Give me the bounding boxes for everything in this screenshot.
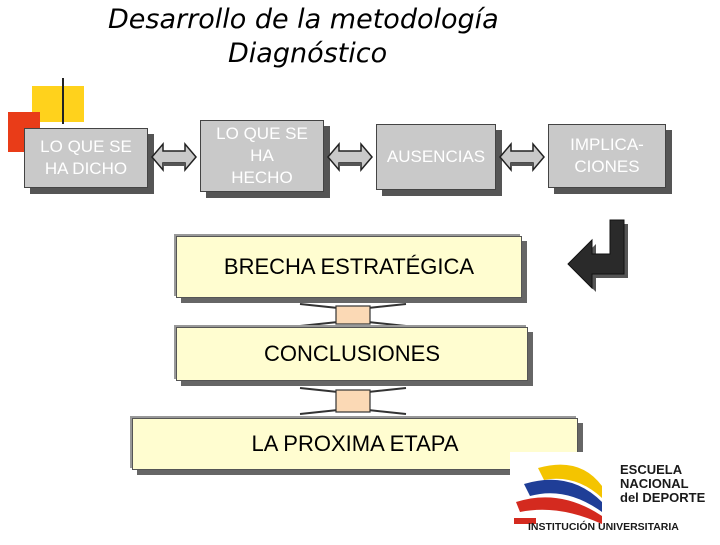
panel-label: LA PROXIMA ETAPA (251, 431, 459, 456)
box-lo-que-se-ha-hecho: LO QUE SE HA HECHO (200, 120, 324, 192)
logo-text-line3: del DEPORTE (620, 490, 706, 505)
box-label: AUSENCIAS (386, 147, 486, 166)
box-label: IMPLICA- CIONES (570, 135, 644, 176)
escuela-nacional-del-deporte-logo: ESCUELA NACIONAL del DEPORTE INSTITUCIÓN… (510, 452, 720, 540)
box-implicaciones: IMPLICA- CIONES (548, 124, 666, 188)
panel-conclusiones: CONCLUSIONES (176, 327, 528, 381)
down-connector-icon (299, 387, 407, 415)
logo-tagline: INSTITUCIÓN UNIVERSITARIA (528, 520, 679, 533)
panel-label: BRECHA ESTRATÉGICA (223, 254, 475, 279)
box-label: LO QUE SE HA HECHO (216, 124, 308, 187)
panel-brecha-estrategica: BRECHA ESTRATÉGICA (176, 236, 522, 298)
panel-la-proxima-etapa: LA PROXIMA ETAPA (132, 418, 578, 470)
panel-label: CONCLUSIONES (263, 341, 441, 366)
box-ausencias: AUSENCIAS (376, 124, 496, 190)
double-arrow-icon (499, 141, 545, 173)
box-lo-que-se-ha-dicho: LO QUE SE HA DICHO (24, 128, 148, 188)
double-arrow-icon (151, 141, 197, 173)
box-label: LO QUE SE HA DICHO (40, 137, 132, 178)
bent-arrow-icon (567, 219, 628, 292)
down-connector-icon (299, 303, 407, 327)
logo-text-line1: ESCUELA (620, 462, 683, 477)
decorative-yellow-square (32, 86, 84, 122)
slide-title-line-2: Diagnóstico (228, 38, 388, 69)
decorative-vertical-line (62, 78, 64, 124)
logo-text-line2: NACIONAL (620, 476, 689, 491)
double-arrow-icon (327, 141, 373, 173)
logo-mark-icon: ESCUELA NACIONAL del DEPORTE INSTITUCIÓN… (514, 462, 706, 533)
slide-title-line-1: Desarrollo de la metodología (108, 4, 499, 35)
